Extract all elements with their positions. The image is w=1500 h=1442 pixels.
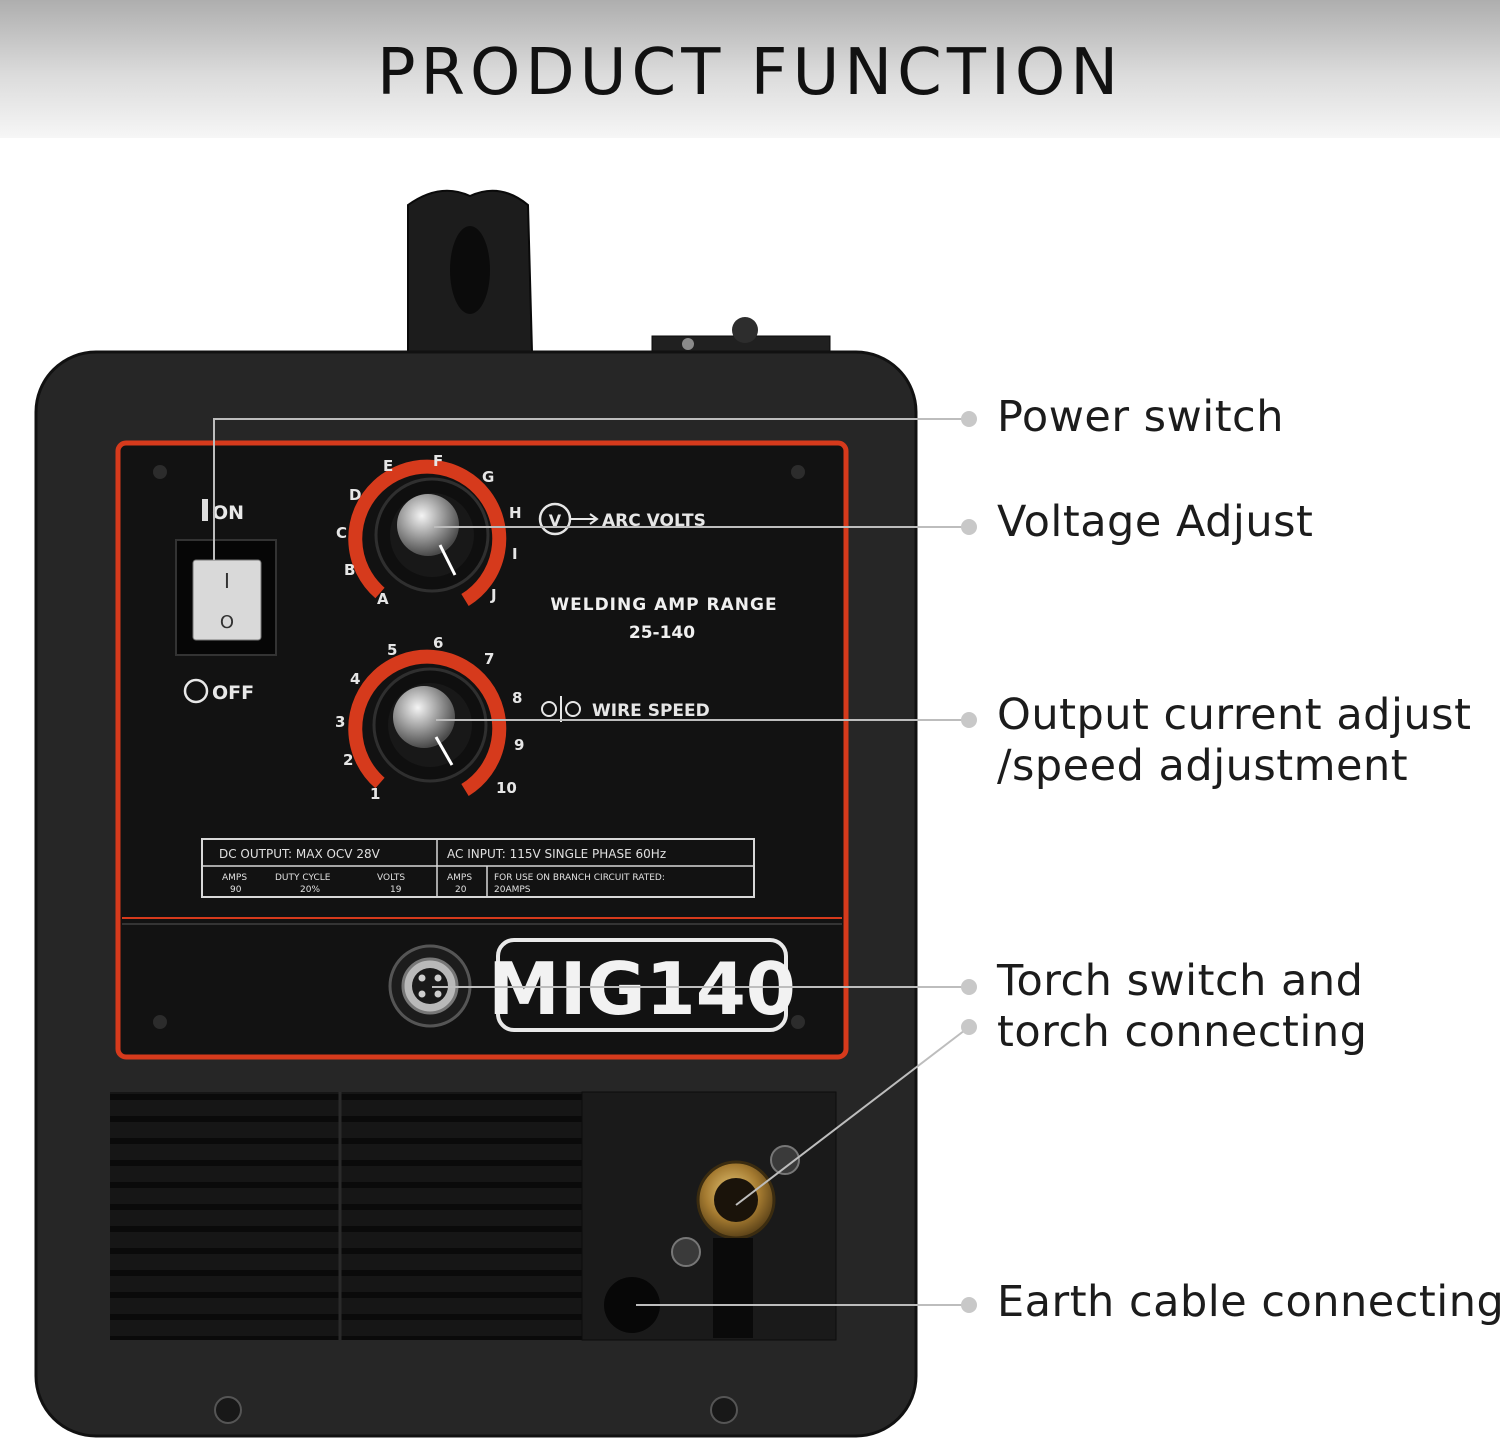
spec-dc-output: DC OUTPUT: MAX OCV 28V [219,847,381,861]
model-name: MIG140 [488,947,796,1031]
vent-grille [110,1092,582,1340]
volt-pos-h: H [509,504,522,522]
callout-torch: Torch switch and torch connecting [997,956,1367,1058]
callout-output-line-1: Output current adjust [997,690,1472,740]
callout-output-adjust: Output current adjust /speed adjustment [997,690,1471,792]
switch-mark-on: I [224,569,230,593]
spec-duty-label: DUTY CYCLE [275,873,331,883]
speed-pos-8: 8 [512,689,522,707]
model-badge [496,938,788,1032]
speed-pos-5: 5 [387,641,397,659]
spec-volts-label: VOLTS [377,873,405,883]
callout-power-switch: Power switch [997,392,1284,442]
power-switch[interactable]: I O [175,539,277,656]
speed-pos-9: 9 [514,736,524,754]
spec-duty-value: 20% [300,885,320,895]
volt-pos-e: E [383,457,393,475]
callout-torch-line-2: torch connecting [997,1007,1368,1057]
speed-pos-1: 1 [370,785,380,803]
callout-voltage-adjust: Voltage Adjust [997,497,1314,547]
arc-volts-symbol: V [549,511,562,530]
spec-branch-note-1: FOR USE ON BRANCH CIRCUIT RATED: [494,873,665,883]
volt-pos-i: I [512,545,518,563]
amp-range-value: 25-140 [629,623,695,643]
spec-plate: DC OUTPUT: MAX OCV 28V AC INPUT: 115V SI… [201,838,755,898]
callout-dots [961,411,977,1313]
callout-earth-cable: Earth cable connecting [997,1277,1500,1327]
torch-connector[interactable] [696,1160,776,1240]
switch-on-label: ON [212,502,244,524]
header-banner: PRODUCT FUNCTION [0,0,1500,138]
volt-pos-f: F [433,452,443,470]
volt-pos-d: D [349,486,361,504]
speed-pos-10: 10 [496,779,517,797]
volt-pos-c: C [336,524,347,542]
spec-ac-input: AC INPUT: 115V SINGLE PHASE 60Hz [447,847,666,861]
callout-output-line-2: /speed adjustment [997,741,1409,791]
torch-switch-socket[interactable] [388,944,472,1028]
switch-mark-off: O [220,612,234,633]
volt-pos-j: J [490,586,497,604]
spec-volts-value: 19 [390,885,402,895]
speed-pos-6: 6 [433,634,443,652]
speed-pos-2: 2 [343,751,353,769]
spec-branch-note-2: 20AMPS [494,885,531,895]
spec-input-amps-value: 20 [455,885,467,895]
callout-torch-line-1: Torch switch and [997,956,1364,1006]
callout-leaders [213,418,970,1306]
volt-pos-g: G [482,468,494,486]
page-title: PRODUCT FUNCTION [376,36,1124,110]
wire-speed-label: WIRE SPEED [592,701,710,721]
speed-pos-7: 7 [484,650,494,668]
volt-pos-b: B [344,561,355,579]
switch-off-label: OFF [212,682,254,704]
spec-amps-label: AMPS [222,873,247,883]
spec-input-amps-label: AMPS [447,873,472,883]
control-panel [115,440,849,1060]
volt-pos-a: A [377,590,389,608]
amp-range-title: WELDING AMP RANGE [550,595,777,615]
wire-speed-dial[interactable] [348,649,507,796]
spec-amps-value: 90 [230,885,242,895]
speed-pos-3: 3 [335,713,345,731]
earth-cable-port[interactable] [604,1277,660,1333]
speed-pos-4: 4 [350,670,360,688]
voltage-dial[interactable] [348,459,507,606]
